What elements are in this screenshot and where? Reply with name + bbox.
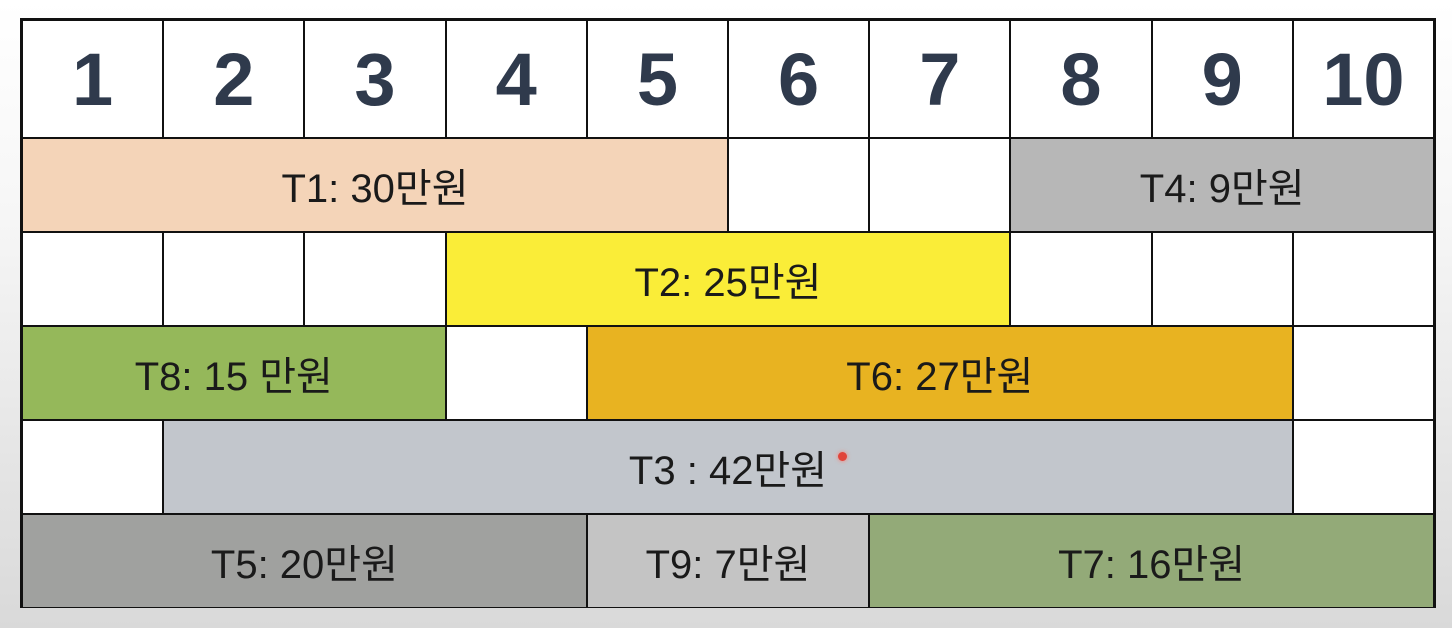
task-block-t3: T3 : 42만원 [163,420,1293,514]
empty-slot [1010,232,1152,326]
column-number-1: 1 [22,20,164,138]
column-number-10: 10 [1292,20,1434,138]
column-number-9: 9 [1151,20,1293,138]
empty-slot [22,420,164,514]
task-block-t7: T7: 16만원 [869,514,1434,608]
column-number-8: 8 [1010,20,1152,138]
column-number-5: 5 [586,20,728,138]
empty-slot [1292,232,1434,326]
empty-slot [1292,420,1434,514]
empty-slot [304,232,446,326]
empty-slot [163,232,305,326]
empty-slot [869,138,1011,232]
task-block-t5: T5: 20만원 [22,514,587,608]
task-block-t6: T6: 27만원 [586,326,1293,420]
task-block-t2: T2: 25만원 [445,232,1011,326]
task-block-t4: T4: 9만원 [1010,138,1434,232]
empty-slot [445,326,587,420]
column-number-4: 4 [445,20,587,138]
pointer-dot [838,452,847,461]
task-block-t1: T1: 30만원 [22,138,728,232]
column-number-2: 2 [163,20,305,138]
task-block-t9: T9: 7만원 [586,514,870,608]
empty-slot [728,138,870,232]
column-number-7: 7 [869,20,1011,138]
empty-slot [1151,232,1293,326]
column-number-6: 6 [728,20,870,138]
empty-slot [1292,326,1434,420]
empty-slot [22,232,164,326]
column-number-3: 3 [304,20,446,138]
task-block-t8: T8: 15 만원 [22,326,446,420]
